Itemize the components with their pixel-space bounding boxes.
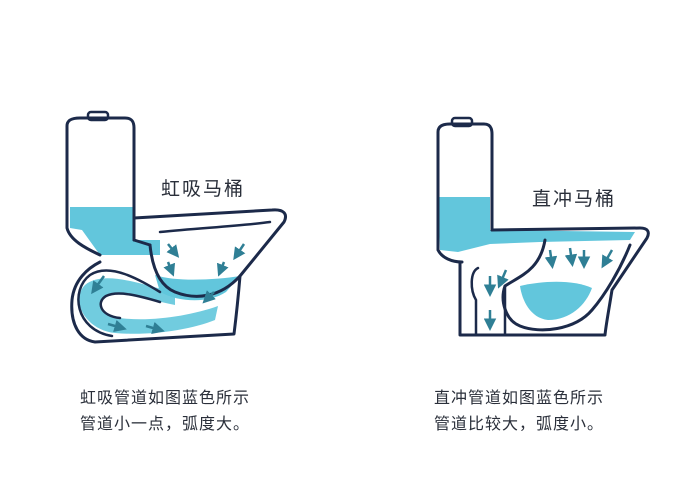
washdown-caption-line2: 管道比较大，弧度小。 bbox=[434, 414, 605, 433]
siphon-toilet-illustration bbox=[65, 110, 287, 344]
washdown-rim-outline bbox=[458, 226, 650, 337]
siphon-trapway-water bbox=[79, 278, 219, 334]
siphon-bowl-outline bbox=[70, 243, 242, 344]
siphon-rim-inner bbox=[158, 220, 272, 234]
siphon-tank-outline bbox=[65, 116, 136, 257]
siphon-flow-arrows bbox=[91, 243, 246, 334]
washdown-tank-button bbox=[450, 116, 474, 128]
siphon-caption: 虹吸管道如图蓝色所示 管道小一点，弧度大。 bbox=[80, 385, 250, 437]
washdown-title: 直冲马桶 bbox=[532, 188, 617, 210]
washdown-bowl-outline bbox=[501, 238, 632, 332]
siphon-rim-outline bbox=[132, 208, 287, 278]
washdown-bowl-water bbox=[520, 281, 592, 320]
siphon-tank-water bbox=[70, 207, 160, 255]
washdown-toilet-illustration bbox=[436, 116, 650, 337]
washdown-caption: 直冲管道如图蓝色所示 管道比较大，弧度小。 bbox=[434, 385, 604, 437]
siphon-title: 虹吸马桶 bbox=[161, 178, 246, 200]
siphon-caption-line1: 虹吸管道如图蓝色所示 bbox=[80, 388, 251, 407]
washdown-flow-arrows bbox=[483, 247, 614, 331]
siphon-tank-button bbox=[86, 110, 110, 122]
siphon-caption-line2: 管道小一点，弧度大。 bbox=[80, 414, 251, 433]
washdown-tank-water bbox=[438, 197, 635, 252]
siphon-trapway-outline bbox=[77, 269, 162, 338]
washdown-trapway-outline bbox=[470, 266, 507, 337]
washdown-caption-line1: 直冲管道如图蓝色所示 bbox=[434, 388, 605, 407]
